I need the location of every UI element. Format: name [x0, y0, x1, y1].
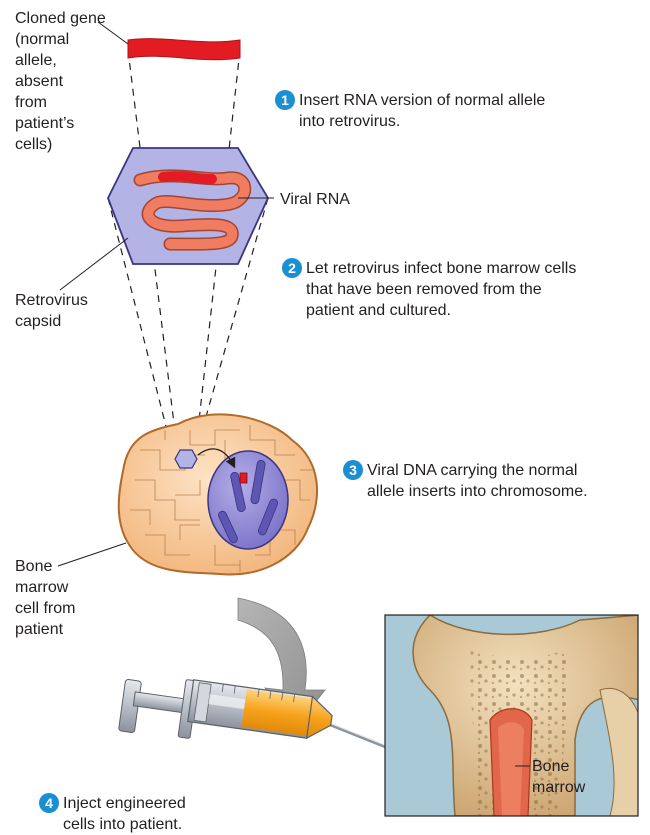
step-4-badge: 4 [39, 793, 59, 813]
step-3-badge: 3 [343, 460, 363, 480]
bone-marrow-cell-label: Bone marrow cell from patient [15, 556, 75, 640]
step-1: 1 Insert RNA version of normal allele in… [275, 90, 615, 132]
inserted-allele [240, 473, 247, 483]
cloned-gene-band [128, 39, 240, 60]
bone-marrow-cell [119, 414, 317, 574]
capsid-label: Retrovirus capsid [15, 290, 88, 332]
cloned-gene-label: Cloned gene (normal allele, absent from … [15, 8, 106, 155]
virus-particle [175, 450, 197, 468]
viral-rna-label: Viral RNA [280, 189, 350, 210]
step-4-text: Inject engineered cells into patient. [63, 793, 259, 835]
step-1-badge: 1 [275, 90, 295, 110]
step-4: 4 Inject engineered cells into patient. [39, 793, 259, 835]
step-2-badge: 2 [282, 258, 302, 278]
bone-marrow-label: Bone marrow [532, 756, 585, 798]
step-1-text: Insert RNA version of normal allele into… [299, 90, 615, 132]
bone-inset-panel [385, 615, 643, 816]
step-3-text: Viral DNA carrying the normal allele ins… [367, 460, 643, 502]
step-2: 2 Let retrovirus infect bone marrow cell… [282, 258, 632, 321]
step-3: 3 Viral DNA carrying the normal allele i… [343, 460, 643, 502]
step-2-text: Let retrovirus infect bone marrow cells … [306, 258, 632, 321]
